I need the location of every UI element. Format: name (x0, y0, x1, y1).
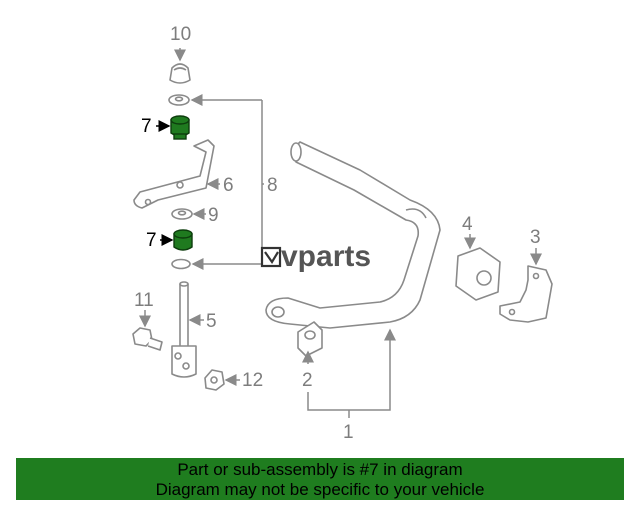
callout-7-upper: 7 (141, 116, 152, 137)
parts-diagram: 10 7 6 9 7 8 (132, 24, 553, 443)
callout-3: 3 (530, 227, 541, 248)
part-6-bracket[interactable] (133, 139, 215, 209)
info-banner: Part or sub-assembly is #7 in diagram Di… (16, 458, 624, 500)
part-12-nut[interactable] (204, 369, 225, 391)
part-11-bolt[interactable] (132, 327, 163, 351)
part-7-upper-bushing[interactable] (170, 115, 190, 140)
ev-logo-mark (264, 251, 279, 265)
part-4-bushing[interactable] (455, 247, 501, 301)
callout-5: 5 (206, 311, 217, 332)
banner-line-1: Part or sub-assembly is #7 in diagram (177, 460, 463, 479)
part-7-lower-bushing[interactable] (173, 229, 193, 251)
callout-11: 11 (134, 290, 154, 311)
callout-9: 9 (208, 205, 219, 226)
callout-1: 1 (343, 422, 354, 443)
part-5-link[interactable] (171, 281, 197, 378)
upper-washer[interactable] (168, 94, 190, 106)
callout-2: 2 (302, 370, 313, 391)
callout-12: 12 (242, 370, 263, 391)
watermark-text: vparts (281, 240, 371, 273)
banner-line-2: Diagram may not be specific to your vehi… (155, 480, 485, 499)
watermark-logo: vparts (260, 240, 371, 273)
callout-7-lower: 7 (146, 230, 157, 251)
part-10-cap[interactable] (169, 63, 191, 84)
part-9-washer[interactable] (171, 208, 193, 220)
callout-10: 10 (170, 24, 191, 45)
callout-4: 4 (462, 214, 473, 235)
part-1-stabilizer-bar[interactable] (265, 141, 441, 329)
part-2-bushing[interactable] (297, 321, 323, 357)
callout-8: 8 (267, 175, 278, 196)
part-3-clamp[interactable] (499, 265, 553, 323)
ev-logo-icon (260, 246, 282, 268)
callout-6: 6 (223, 175, 234, 196)
lower-washer[interactable] (171, 258, 191, 270)
